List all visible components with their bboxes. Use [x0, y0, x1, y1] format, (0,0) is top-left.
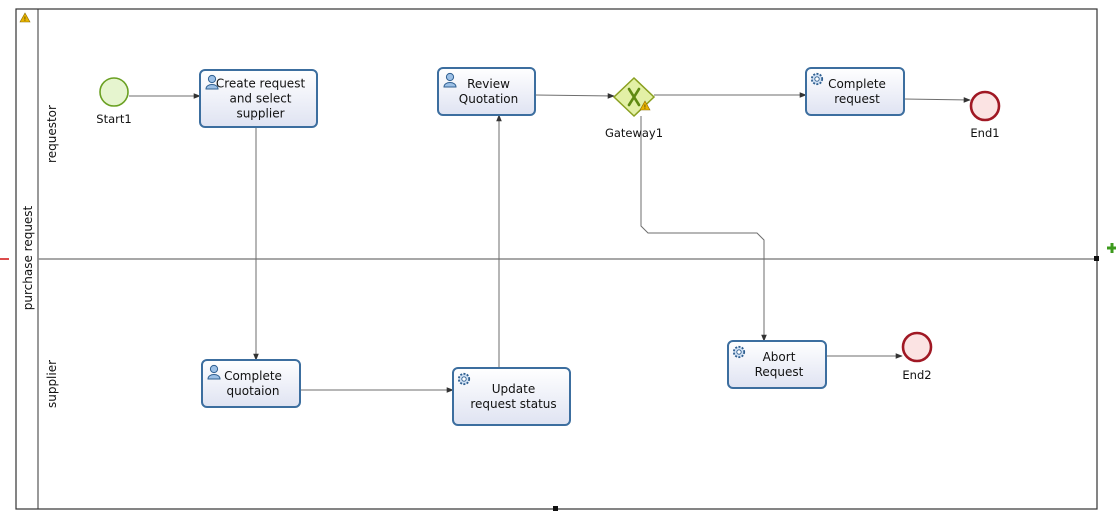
task-label-line: supplier: [236, 107, 284, 121]
end-event-circle: [969, 90, 1001, 122]
sequence-flow-gateway1-to-abort-request[interactable]: [640, 116, 767, 342]
user-task-icon: [443, 72, 457, 88]
start-event-start1[interactable]: Start1: [96, 77, 132, 126]
user-task-icon: [205, 74, 219, 90]
task-label-line: Review: [467, 77, 510, 91]
task-label-line: Abort: [763, 350, 796, 364]
lane-label-requestor: requestor: [45, 105, 59, 163]
task-box: [201, 359, 301, 408]
warning-icon[interactable]: !: [19, 12, 31, 23]
task-label-line: Update: [492, 382, 535, 396]
lane-label-supplier: supplier: [45, 360, 59, 408]
event-label: Start1: [96, 112, 131, 126]
task-box: [805, 67, 905, 116]
sequence-flow-review-quotation-to-gateway1[interactable]: [534, 93, 615, 99]
service-task-gear-icon: [810, 72, 824, 86]
end-event-circle: [901, 331, 933, 363]
exclusive-x-icon: [627, 87, 641, 107]
start-event-circle: [99, 77, 129, 107]
event-label: End2: [902, 368, 931, 382]
task-label-line: Request: [755, 365, 804, 379]
task-box: [437, 67, 536, 116]
pool-label: purchase request: [21, 205, 35, 310]
task-box: [727, 340, 827, 389]
resize-handle-bottom[interactable]: [553, 506, 558, 511]
warning-icon[interactable]: !: [639, 100, 651, 111]
task-label-line: Create request: [216, 77, 306, 91]
task-box: [452, 367, 571, 426]
task-label-line: quotaion: [227, 384, 280, 398]
gateway-label: Gateway1: [605, 126, 663, 140]
task-label-line: and select: [229, 92, 291, 106]
user-task-icon: [207, 364, 221, 380]
task-label-line: request: [834, 92, 880, 106]
event-label: End1: [970, 126, 999, 140]
svg-text:!: !: [644, 104, 646, 111]
sequence-flow-complete-request-to-end1[interactable]: [903, 97, 971, 103]
exclusive-gateway-gateway1[interactable]: ! Gateway1: [605, 76, 663, 140]
task-label-line: request status: [470, 397, 556, 411]
service-task-gear-icon: [732, 345, 746, 359]
task-label-line: Quotation: [459, 92, 518, 106]
sequence-flows: [129, 92, 971, 393]
end-event-end2[interactable]: End2: [901, 331, 933, 382]
resize-handle-right[interactable]: [1094, 256, 1099, 261]
svg-text:!: !: [24, 16, 26, 23]
end-event-end1[interactable]: End1: [969, 90, 1001, 140]
task-box: [199, 69, 318, 128]
add-lane-icon[interactable]: [1107, 243, 1116, 253]
service-task-gear-icon: [457, 372, 471, 386]
task-label-line: Complete: [224, 369, 282, 383]
task-label-line: Complete: [828, 77, 886, 91]
pool[interactable]: purchase request !: [0, 8, 1116, 511]
